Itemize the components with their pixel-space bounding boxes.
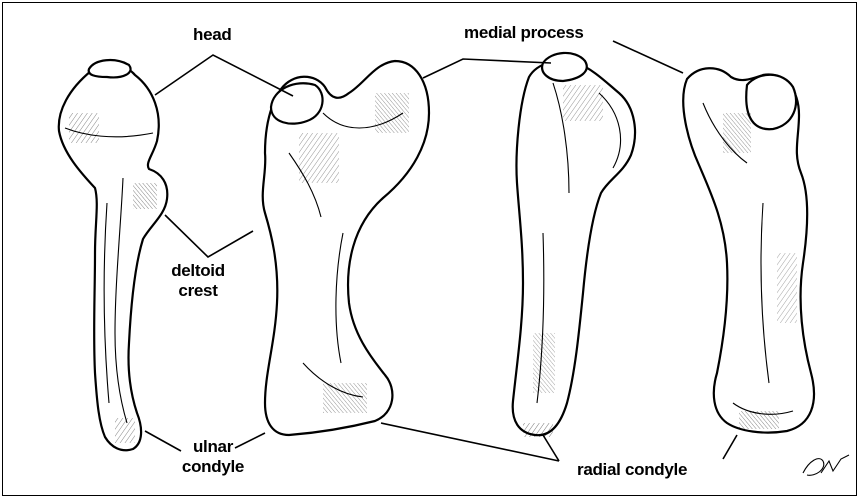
leader-lines: [145, 41, 737, 461]
leader-radial-right: [723, 435, 737, 459]
label-deltoid-crest: deltoid crest: [163, 261, 233, 301]
leader-radial-mid: [543, 435, 559, 461]
label-deltoid-crest-line2: crest: [163, 281, 233, 301]
leader-head: [155, 55, 293, 96]
label-ulnar-condyle-line1: ulnar: [173, 437, 253, 457]
label-radial-condyle: radial condyle: [577, 460, 687, 480]
leader-deltoid-crest: [165, 215, 253, 257]
humerus-view-1: [59, 60, 168, 450]
label-ulnar-condyle-line2: condyle: [173, 457, 253, 477]
humerus-view-4: [683, 68, 814, 432]
humerus-view-2: [263, 61, 429, 435]
humerus-view-3: [513, 53, 635, 437]
label-medial-process: medial process: [464, 23, 584, 43]
artist-signature: [803, 455, 849, 475]
humerus-drawing: [3, 3, 858, 497]
leader-medial-process-right: [613, 41, 683, 73]
label-ulnar-condyle: ulnar condyle: [173, 437, 253, 477]
label-head: head: [193, 25, 231, 45]
label-deltoid-crest-line1: deltoid: [163, 261, 233, 281]
